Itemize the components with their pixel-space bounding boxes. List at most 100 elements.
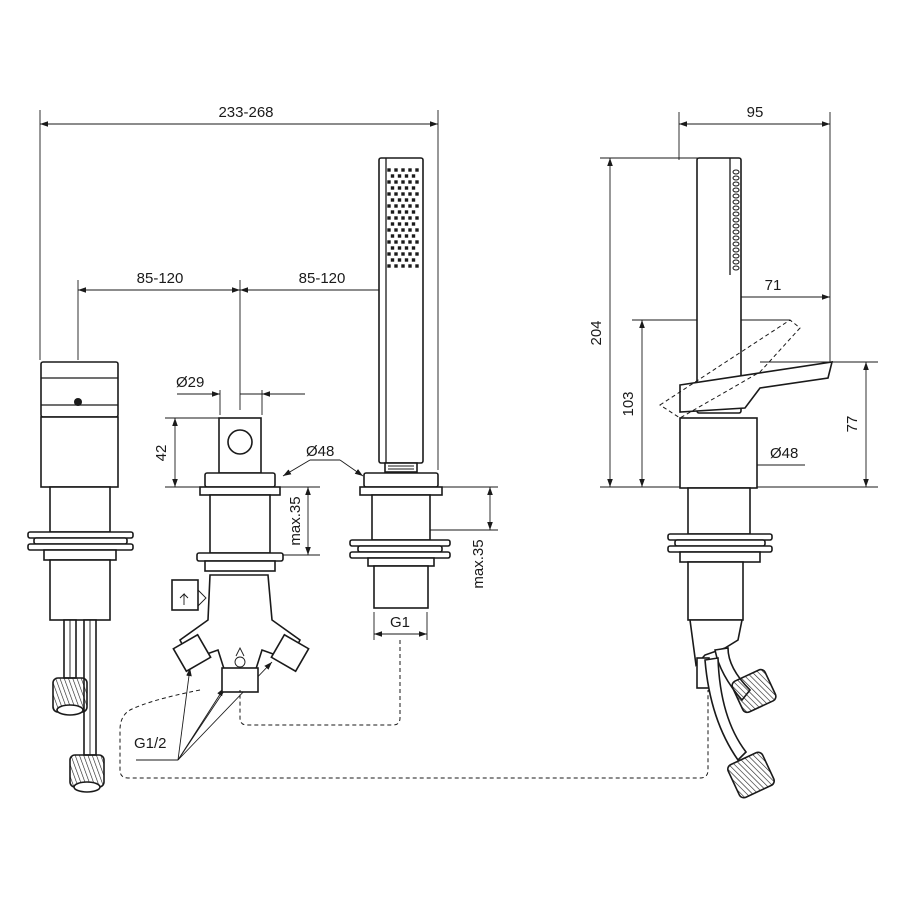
nozzle — [401, 168, 405, 172]
nozzle — [394, 180, 398, 184]
nozzle — [411, 234, 416, 238]
label-side-spout-height: 103 — [620, 391, 637, 416]
diverter-front — [171, 417, 310, 693]
nozzle — [401, 180, 405, 184]
nozzle — [390, 222, 395, 226]
nozzle — [397, 258, 402, 262]
mixer-side-view — [659, 157, 834, 799]
label-thread-g12: G1/2 — [134, 735, 167, 752]
label-diverter-height: 42 — [153, 445, 170, 462]
nozzle — [401, 192, 405, 196]
nozzle — [401, 228, 405, 232]
nozzle — [390, 246, 395, 250]
nozzle — [415, 204, 419, 208]
nozzle — [415, 240, 419, 244]
nozzle — [401, 240, 405, 244]
label-side-width: 95 — [747, 104, 764, 121]
nozzle — [387, 180, 391, 184]
side-nozzle — [732, 217, 740, 223]
nozzle — [387, 252, 391, 256]
nozzle — [411, 222, 416, 226]
label-diameter-handshower: Ø48 — [306, 443, 334, 460]
nozzle — [397, 210, 402, 214]
nozzle — [387, 216, 391, 220]
nozzle — [411, 174, 416, 178]
nozzle — [387, 264, 391, 268]
side-nozzle — [732, 235, 740, 241]
nozzle — [408, 204, 412, 208]
nozzle — [404, 210, 409, 214]
side-nozzle — [732, 175, 740, 181]
nozzle — [397, 198, 402, 202]
nozzle — [394, 168, 398, 172]
nozzle — [397, 222, 402, 226]
side-nozzle — [732, 211, 740, 217]
side-nozzle — [732, 241, 740, 247]
label-thread-g1: G1 — [390, 614, 410, 631]
nozzle — [404, 198, 409, 202]
nozzle — [401, 264, 405, 268]
dimension-labels: 233-268 85-120 85-120 Ø29 42 Ø48 max.35 … — [134, 104, 861, 752]
dimension-lines — [39, 110, 878, 761]
nozzle — [401, 204, 405, 208]
nozzle — [408, 264, 412, 268]
nozzle — [387, 228, 391, 232]
nozzle — [404, 234, 409, 238]
nozzle — [408, 192, 412, 196]
hose-routing — [119, 640, 709, 779]
nozzle — [415, 252, 419, 256]
side-nozzle — [732, 169, 740, 175]
nozzle — [408, 216, 412, 220]
label-max-thickness-center: max.35 — [287, 496, 304, 545]
nozzle — [415, 168, 419, 172]
side-nozzle — [732, 253, 740, 259]
label-side-total-height: 204 — [588, 320, 605, 345]
nozzle — [401, 252, 405, 256]
nozzle — [397, 174, 402, 178]
side-nozzle — [732, 265, 740, 271]
nozzle — [394, 252, 398, 256]
nozzle — [408, 240, 412, 244]
nozzle — [394, 240, 398, 244]
nozzle — [397, 246, 402, 250]
nozzle — [415, 264, 419, 268]
side-nozzle — [732, 229, 740, 235]
nozzle — [387, 204, 391, 208]
nozzle — [404, 246, 409, 250]
nozzle — [404, 186, 409, 190]
mixer-valve-front — [27, 361, 134, 793]
nozzle — [401, 216, 405, 220]
label-spacing-right: 85-120 — [299, 270, 346, 287]
side-nozzle — [732, 247, 740, 253]
nozzle — [415, 192, 419, 196]
side-nozzle — [732, 259, 740, 265]
label-side-reach: 71 — [765, 277, 782, 294]
nozzle — [411, 186, 416, 190]
nozzle — [408, 180, 412, 184]
nozzle — [390, 210, 395, 214]
side-nozzle — [732, 223, 740, 229]
nozzle — [390, 258, 395, 262]
nozzle — [394, 192, 398, 196]
side-nozzle — [732, 187, 740, 193]
label-max-thickness-right: max.35 — [470, 539, 487, 588]
nozzle — [390, 234, 395, 238]
nozzle — [415, 228, 419, 232]
nozzle — [415, 180, 419, 184]
nozzle — [408, 252, 412, 256]
nozzle — [390, 198, 395, 202]
nozzle — [390, 186, 395, 190]
side-nozzle — [732, 193, 740, 199]
label-diameter-side: Ø48 — [770, 445, 798, 462]
nozzle — [408, 168, 412, 172]
nozzle — [394, 228, 398, 232]
label-diameter-small: Ø29 — [176, 374, 204, 391]
nozzle — [394, 204, 398, 208]
nozzle — [394, 216, 398, 220]
side-nozzle — [732, 181, 740, 187]
nozzle — [390, 174, 395, 178]
label-side-outlet-height: 77 — [844, 416, 861, 433]
side-nozzle — [732, 205, 740, 211]
nozzle — [408, 228, 412, 232]
